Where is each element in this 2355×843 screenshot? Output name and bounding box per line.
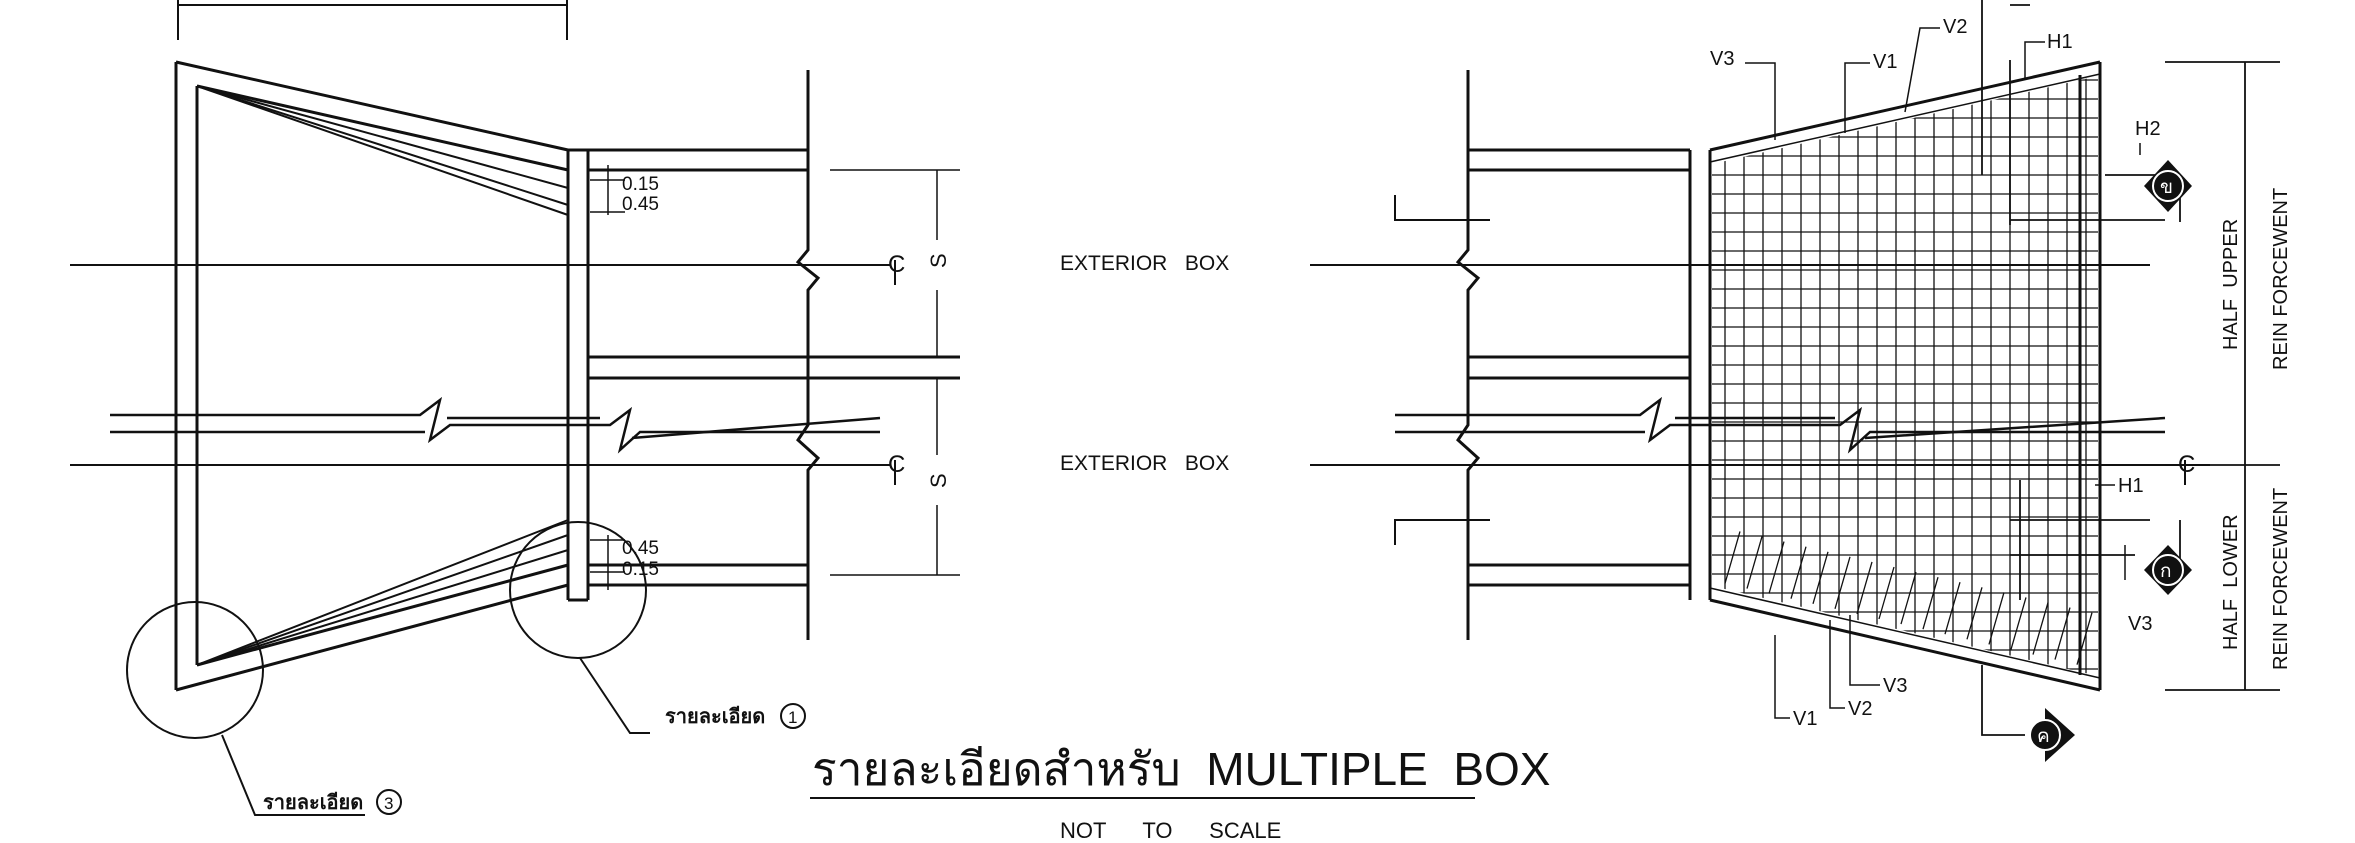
spacing-label-upper: S <box>926 253 951 268</box>
hairpin-bar <box>1768 541 1785 594</box>
zone-label-upper: HALF UPPER REIN FORCEWENT <box>2220 188 2292 370</box>
bar-label-v3-bottom: V3 <box>1883 675 1907 697</box>
hairpin-bar <box>1724 531 1741 584</box>
svg-text:1: 1 <box>788 708 797 727</box>
hairpin-bar <box>1944 582 1961 635</box>
svg-text:ก: ก <box>2160 561 2172 582</box>
detail-callout-3: รายละเอียด 3 <box>263 789 402 815</box>
section-mark-ko: ก <box>2144 545 2192 595</box>
bar-label-v3-right: V3 <box>2128 613 2152 635</box>
hairpin-bar <box>1790 546 1807 599</box>
svg-text:C: C <box>888 451 905 478</box>
svg-text:ค: ค <box>2037 726 2050 747</box>
hairpin-bar <box>1922 576 1939 630</box>
dim-045-bottom: 0.45 <box>622 538 659 559</box>
hairpin-bar <box>1856 561 1873 615</box>
svg-text:REIN FORCEWENT: REIN FORCEWENT <box>2270 188 2292 370</box>
hairpin-bar <box>1988 592 2005 645</box>
bar-label-v3-top: V3 <box>1710 48 1734 70</box>
bar-label-v1-bottom: V1 <box>1793 708 1817 730</box>
centerline-symbol-right: C <box>2178 451 2195 485</box>
left-view <box>70 0 960 816</box>
section-mark-kho-bottom: ค <box>2029 708 2075 762</box>
centerline-symbol-left-upper: C <box>888 251 905 285</box>
dim-045-top: 0.45 <box>622 194 659 215</box>
zone-label-lower: HALF LOWER REIN FORCEWENT <box>2220 488 2292 670</box>
drawing-title: รายละเอียดสำหรับ MULTIPLE BOX <box>812 743 1551 795</box>
bar-label-v1-top: V1 <box>1873 51 1897 73</box>
spacing-label-lower: S <box>926 473 951 488</box>
hairpin-bar <box>1900 571 1917 625</box>
hairpin-bar <box>1878 566 1895 620</box>
exterior-box-label-upper: EXTERIOR BOX <box>1060 252 1229 275</box>
hairpin-bar <box>1812 551 1829 604</box>
bar-label-h2-top: H2 <box>2135 118 2161 140</box>
hairpin-bar <box>1834 556 1851 610</box>
reinforcement-grid <box>1712 76 2098 676</box>
section-mark-kho: ข <box>2144 160 2192 212</box>
hairpin-bar <box>1966 587 1983 640</box>
svg-text:REIN FORCEWENT: REIN FORCEWENT <box>2270 488 2292 670</box>
bar-label-leaders <box>1745 27 2141 719</box>
hairpin-bar <box>2010 597 2027 650</box>
bar-label-h1-top: H1 <box>2047 31 2073 53</box>
svg-text:HALF LOWER: HALF LOWER <box>2220 514 2242 650</box>
centerline-symbol-left-lower: C <box>888 451 905 485</box>
svg-text:รายละเอียด: รายละเอียด <box>263 791 363 814</box>
detail-callout-1: รายละเอียด 1 <box>665 703 806 729</box>
svg-text:รายละเอียด: รายละเอียด <box>665 705 765 728</box>
bar-label-h1-bottom: H1 <box>2118 475 2144 497</box>
hairpin-bar <box>2076 612 2093 665</box>
dim-015-top: 0.15 <box>622 174 659 195</box>
hairpin-bar <box>2054 607 2071 660</box>
hairpin-bar <box>2032 602 2049 655</box>
dim-015-bottom: 0.15 <box>622 559 659 580</box>
bar-label-v2-bottom: V2 <box>1848 698 1872 720</box>
scale-note: NOT TO SCALE <box>1060 818 1281 843</box>
bar-label-v2-top: V2 <box>1943 16 1967 38</box>
svg-text:C: C <box>888 251 905 278</box>
exterior-box-label-lower: EXTERIOR BOX <box>1060 452 1229 475</box>
svg-text:C: C <box>2178 451 2195 478</box>
hairpin-bar <box>1746 536 1763 589</box>
svg-text:ข: ข <box>2160 177 2173 198</box>
svg-text:3: 3 <box>384 794 393 813</box>
svg-text:HALF UPPER: HALF UPPER <box>2220 219 2242 350</box>
